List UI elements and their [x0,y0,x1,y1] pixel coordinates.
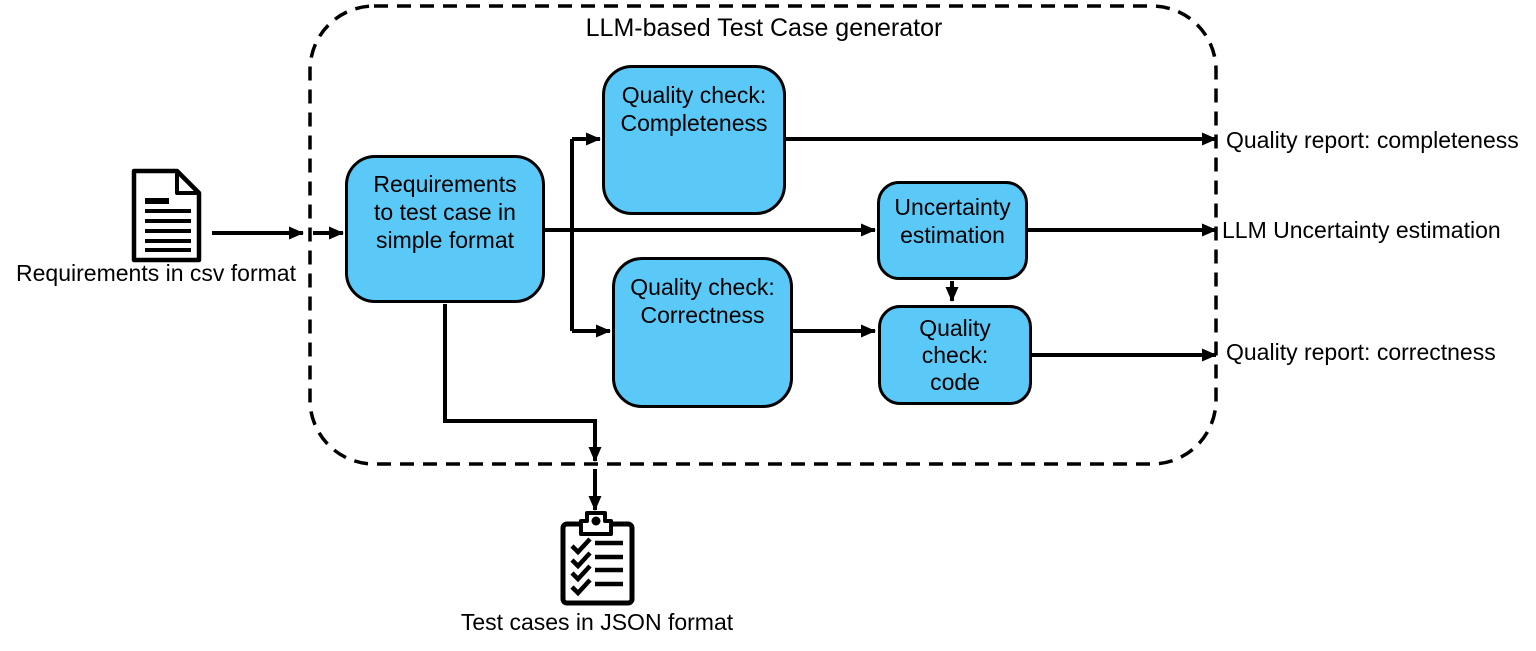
label-test-cases-json: Test cases in JSON format [460,609,734,635]
document-icon [131,168,202,263]
node-quality-check-correctness: Quality check: Correctness [612,257,793,408]
arrow-requirements-to-json-boundary [443,304,602,462]
label-llm-uncertainty-estimation: LLM Uncertainty estimation [1222,217,1501,243]
node-quality-check-code: Quality check: code [878,305,1032,405]
node-requirements-to-test-case: Requirements to test case in simple form… [345,155,545,303]
clipboard-icon [560,511,635,606]
label-requirements-csv: Requirements in csv format [16,260,296,286]
generator-title: LLM-based Test Case generator [585,14,943,42]
node-uncertainty-estimation: Uncertainty estimation [877,181,1028,280]
node-quality-check-completeness: Quality check: Completeness [602,65,786,215]
label-quality-report-correctness: Quality report: correctness [1226,339,1496,365]
label-quality-report-completeness: Quality report: completeness [1226,127,1519,153]
